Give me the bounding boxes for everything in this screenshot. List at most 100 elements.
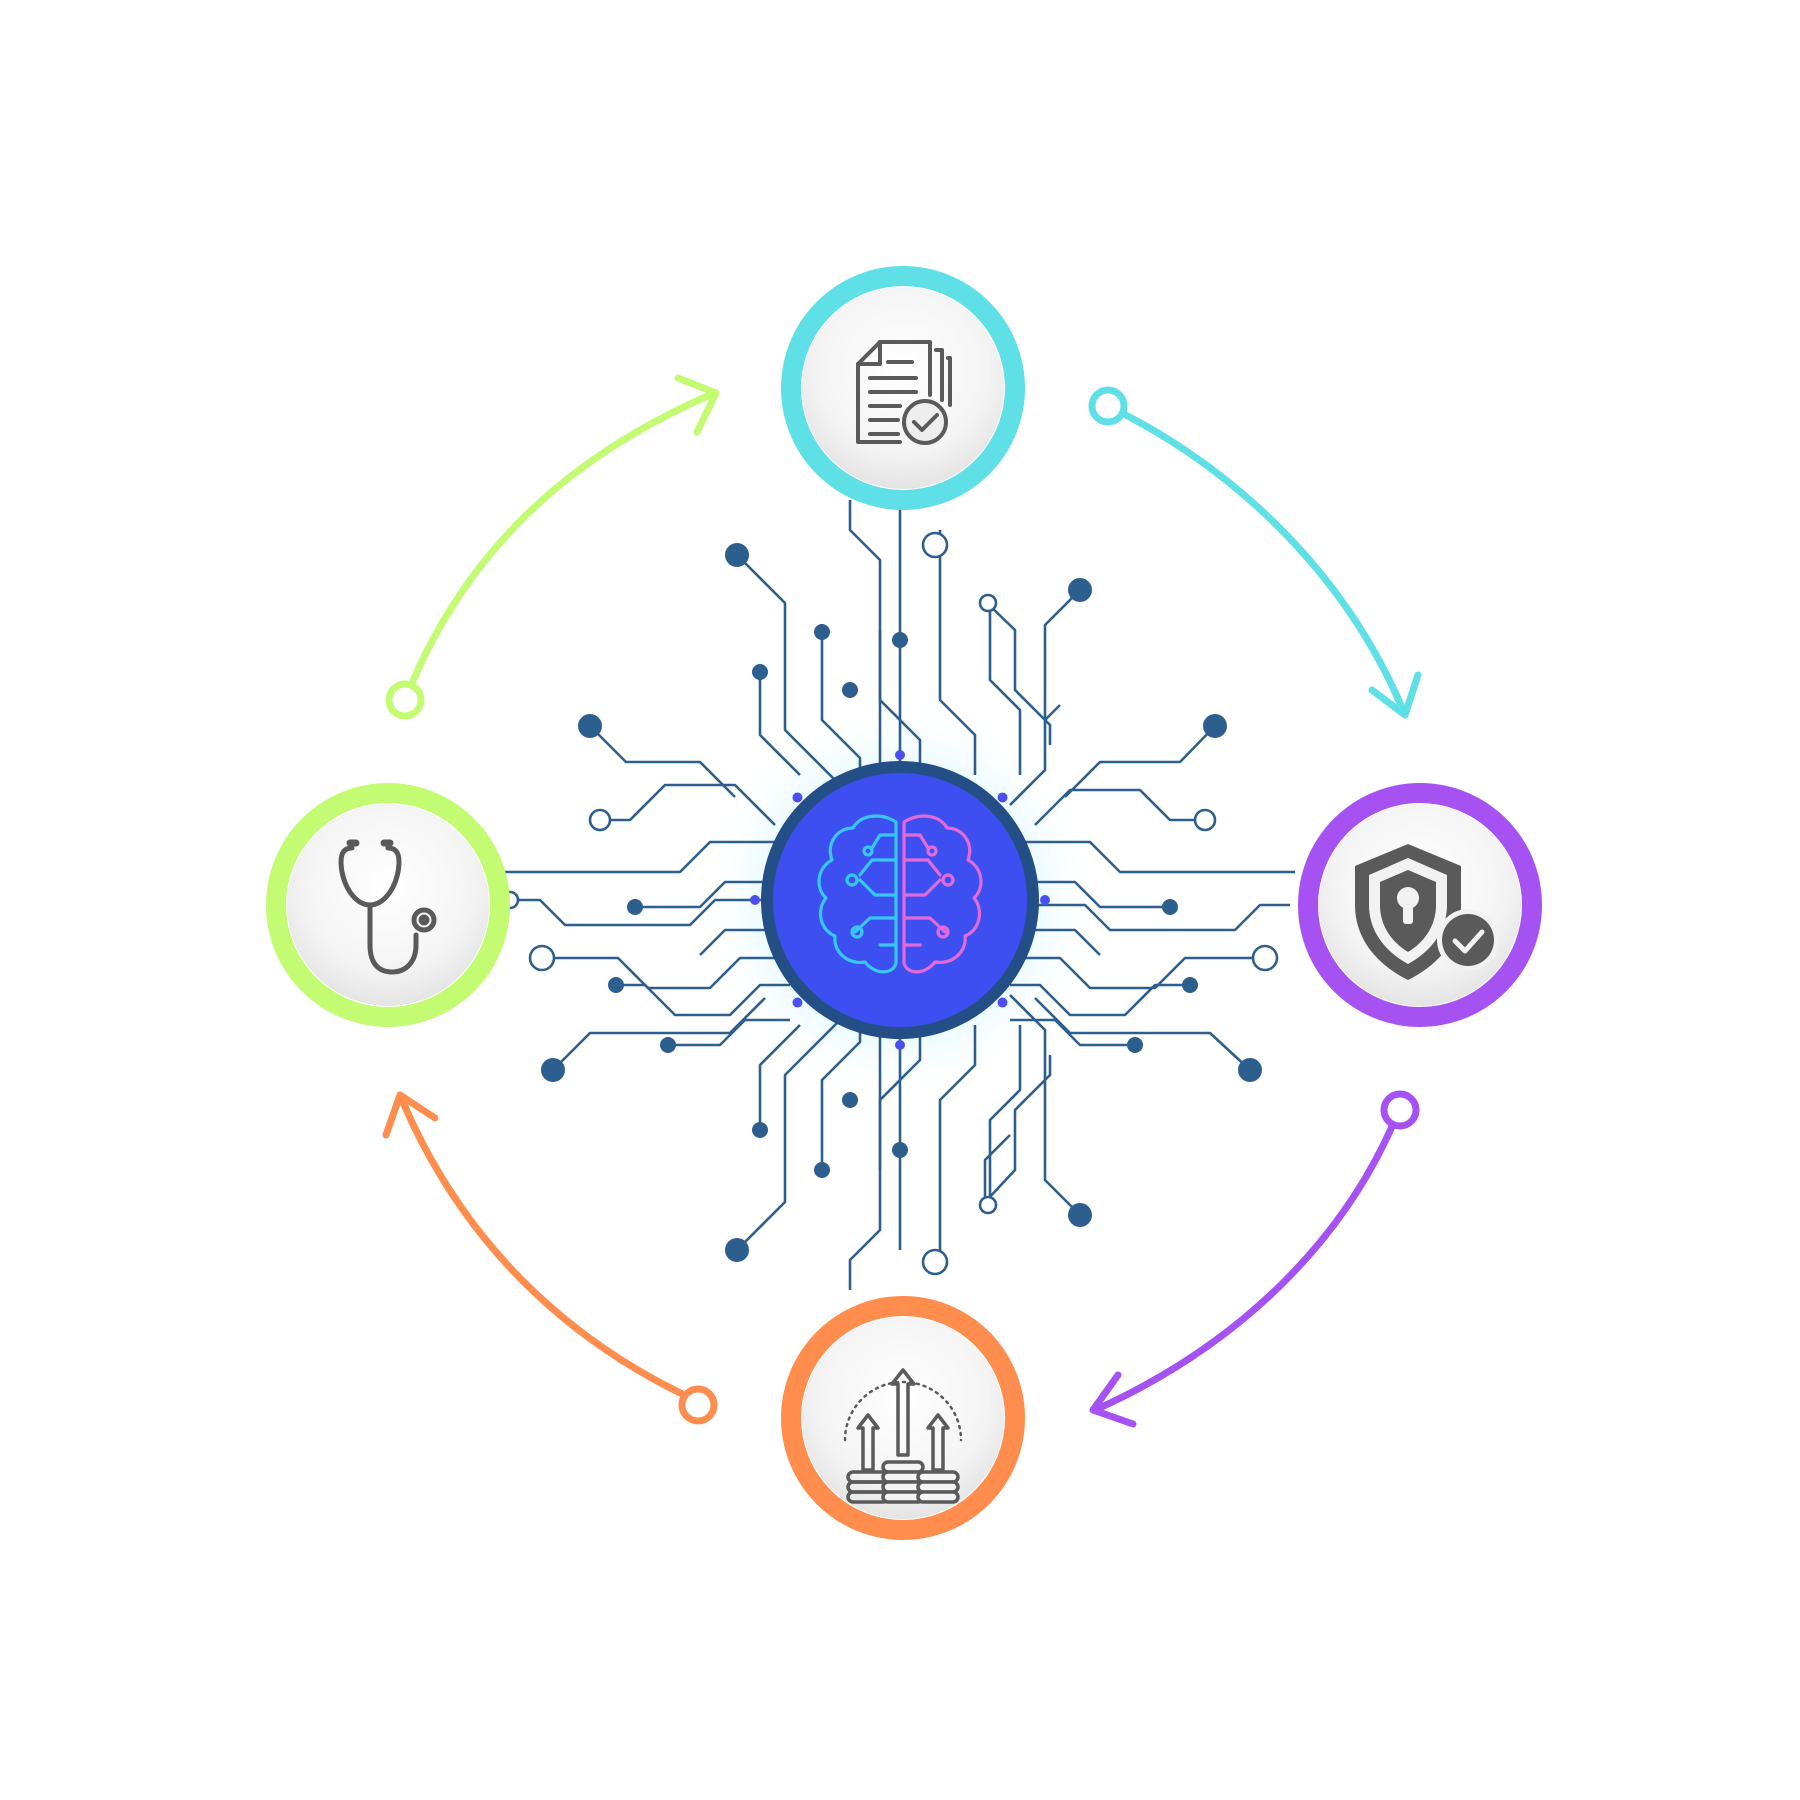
node-ring	[781, 266, 1025, 510]
trace	[988, 600, 1022, 775]
center-contact-dot	[792, 792, 803, 803]
trace	[542, 956, 790, 990]
circuit-dot	[1127, 1037, 1143, 1053]
circuit-dot	[627, 899, 643, 915]
trace	[635, 880, 790, 909]
node-security[interactable]	[1298, 783, 1542, 1027]
circuit-traces	[505, 500, 1295, 1290]
center-contact-dot	[1040, 895, 1050, 905]
circuit-dot	[725, 1238, 749, 1262]
center-brain-node[interactable]	[761, 761, 1039, 1039]
circuit-ring-dot	[921, 531, 949, 559]
circuit-dot	[752, 1122, 768, 1138]
circuit-dot	[842, 682, 858, 698]
trace	[1064, 725, 1216, 798]
cycle-arrows	[382, 374, 1422, 1428]
node-growth[interactable]	[781, 1296, 1025, 1540]
trace	[1010, 840, 1295, 874]
trace	[1010, 983, 1190, 1017]
node-ring	[266, 783, 510, 1027]
circuit-dot	[752, 664, 768, 680]
trace	[820, 1025, 862, 1170]
trace	[938, 530, 977, 775]
circuit-dot	[1068, 578, 1092, 602]
brain-circuit-icon	[817, 814, 983, 974]
shield-lock-check-icon	[1355, 844, 1499, 980]
arrow-head	[1368, 671, 1422, 719]
circuit-dot	[541, 1058, 565, 1082]
arrow-health-to-compliance	[385, 374, 720, 720]
circuit-dot	[842, 1092, 858, 1108]
document-check-icon	[856, 340, 952, 445]
circuit-dot	[1068, 1203, 1092, 1227]
arrow-growth-to-health	[382, 1091, 718, 1425]
circuit-dot	[814, 1162, 830, 1178]
trace	[1009, 589, 1081, 806]
center-contact-dot	[997, 997, 1008, 1008]
trace	[510, 898, 790, 927]
circuit-dot	[892, 632, 908, 648]
trace	[1010, 880, 1170, 909]
arrow-start-ring	[678, 1385, 718, 1425]
trace	[1034, 997, 1251, 1071]
trace	[986, 602, 1052, 745]
trace	[1010, 1018, 1135, 1047]
trace	[1034, 788, 1205, 826]
trace	[616, 983, 790, 1017]
trace	[983, 1134, 1011, 1205]
arrow-compliance-to-security	[1088, 386, 1422, 719]
circuit-dot	[1238, 1058, 1262, 1082]
arrow-path	[1104, 402, 1409, 719]
circuit-dot	[892, 1142, 908, 1158]
trace	[736, 1007, 853, 1251]
circuit-ring-dot	[1251, 944, 1279, 972]
trace	[988, 1025, 1022, 1200]
circuit-dot	[608, 977, 624, 993]
trace	[1010, 956, 1265, 990]
trace	[600, 783, 776, 826]
circuit-dots	[500, 531, 1279, 1276]
trace	[758, 1024, 801, 1130]
trace	[986, 1055, 1052, 1201]
circuit-dot	[1162, 899, 1178, 915]
node-face	[802, 287, 1004, 489]
center-contact-dot	[895, 1040, 905, 1050]
coins-growth-arrows-icon	[843, 1368, 963, 1504]
arrow-start-ring	[385, 680, 425, 720]
trace	[1009, 994, 1081, 1216]
brain-left-hemisphere	[817, 814, 898, 974]
trace	[1010, 903, 1290, 932]
circuit-dot	[660, 1037, 676, 1053]
arrow-head	[1089, 1371, 1137, 1428]
arrow-head	[674, 374, 720, 436]
node-face	[287, 804, 489, 1006]
circuit-dot	[578, 714, 602, 738]
stethoscope-icon	[338, 839, 437, 975]
circuit-dot	[725, 543, 749, 567]
arrow-path	[396, 1091, 699, 1404]
arrow-start-ring	[1380, 1090, 1420, 1130]
node-compliance[interactable]	[781, 266, 1025, 510]
trace	[668, 1018, 790, 1047]
circuit-ring-dot	[978, 1195, 998, 1215]
circuit-ring-dot	[1193, 808, 1217, 832]
trace	[820, 632, 862, 775]
arrow-path	[401, 391, 714, 704]
trace	[505, 840, 790, 874]
center-contact-dot	[997, 792, 1008, 803]
node-face	[802, 1317, 1004, 1519]
center-contact-dot	[895, 750, 905, 760]
trace	[1044, 704, 1061, 721]
arrow-path	[1091, 1111, 1401, 1414]
arrow-head	[382, 1091, 439, 1139]
node-health[interactable]	[266, 783, 510, 1027]
trace	[938, 1025, 977, 1265]
brain-right-hemisphere	[902, 814, 983, 974]
circuit-ring-dot	[528, 944, 556, 972]
trace	[758, 672, 801, 776]
circuit-ring-dot	[588, 808, 612, 832]
center-contact-dot	[750, 895, 760, 905]
trace	[552, 997, 766, 1071]
